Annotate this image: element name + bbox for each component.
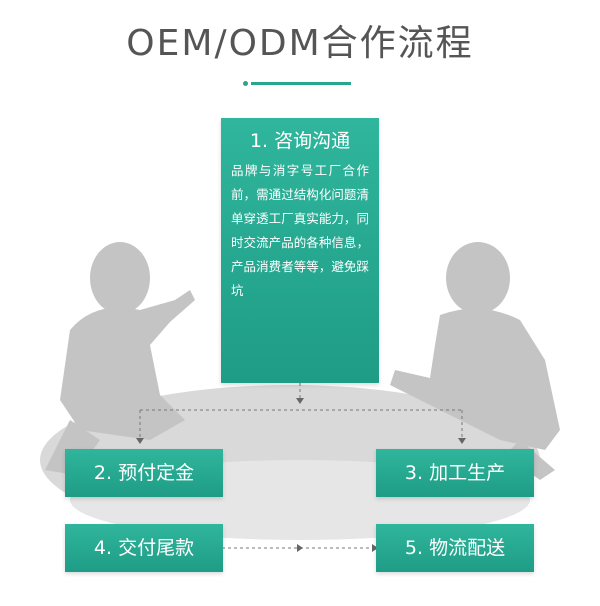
arrow-right-to-5 — [372, 544, 378, 552]
title-underline — [243, 81, 351, 86]
step-consult-title: 1. 咨询沟通 — [249, 130, 351, 152]
right-person-silhouette — [390, 242, 560, 480]
step-production-label: 3. 加工生产 — [404, 462, 506, 484]
step-logistics-label: 5. 物流配送 — [404, 537, 506, 559]
step-production-box: 3. 加工生产 — [376, 449, 534, 497]
step-consult-description: 品牌与消字号工厂合作前，需通过结构化问题清单穿透工厂真实能力，同时交流产品的各种… — [231, 163, 369, 298]
page-title: OEM/ODM合作流程 — [126, 23, 474, 64]
arrow-mid-4-5 — [297, 544, 303, 552]
arrow-left-down — [136, 438, 144, 444]
left-person-silhouette — [45, 242, 195, 475]
step-final-payment-label: 4. 交付尾款 — [93, 537, 195, 559]
arrow-main-down — [296, 398, 304, 404]
arrow-right-down — [458, 438, 466, 444]
step-final-payment-box: 4. 交付尾款 — [65, 524, 223, 572]
step-logistics-box: 5. 物流配送 — [376, 524, 534, 572]
step-deposit-label: 2. 预付定金 — [93, 462, 195, 484]
step-consult-box: 1. 咨询沟通 品牌与消字号工厂合作前，需通过结构化问题清单穿透工厂真实能力，同… — [221, 118, 379, 383]
step-deposit-box: 2. 预付定金 — [65, 449, 223, 497]
